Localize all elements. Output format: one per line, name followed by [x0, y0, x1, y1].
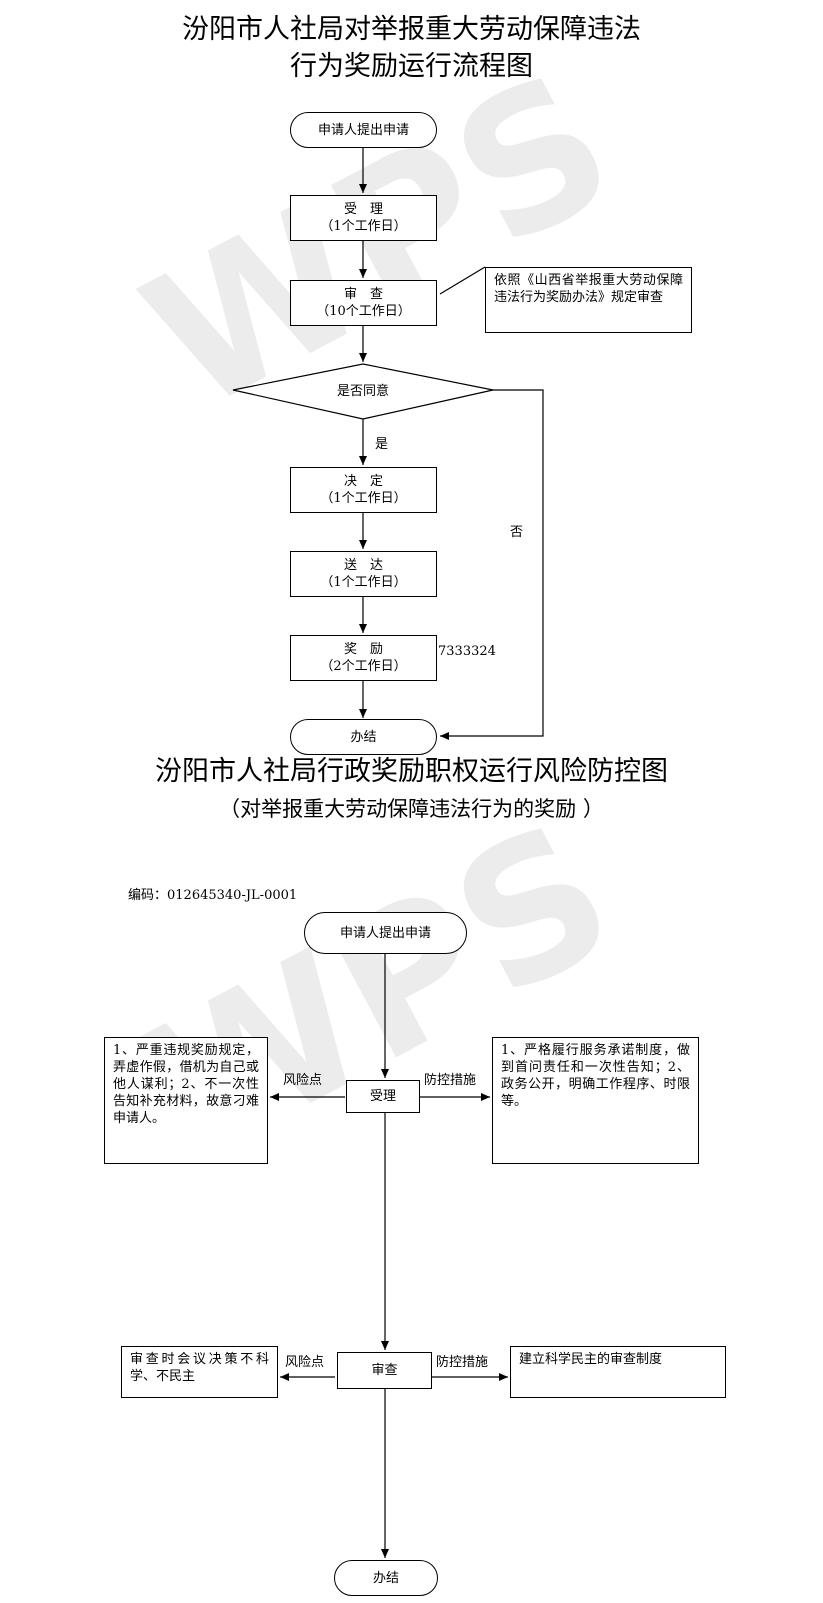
flow2-start-node: 申请人提出申请: [304, 912, 467, 954]
flow2-start-label: 申请人提出申请: [339, 925, 431, 941]
flow1-phone-fragment: 7333324: [438, 644, 496, 659]
flow1-yes-label: 是: [375, 437, 389, 452]
flow1-accept-time: （1个工作日）: [320, 219, 407, 234]
note-connector: [439, 266, 486, 295]
flow2-accept-control-box: 1、严格履行服务承诺制度，做到首问责任和一次性告知；2、政务公开，明确工作程序、…: [492, 1037, 699, 1164]
flow2-accept-risk-box: 1、严重违规奖励规定，弄虚作假，借机为自己或他人谋利；2、不一次性告知补充材料，…: [104, 1037, 268, 1164]
flow1-end-label: 办结: [350, 729, 377, 745]
flow1-decide-node: 决 定 （1个工作日）: [290, 467, 437, 513]
decision-diamond: [232, 363, 494, 420]
flow1-start-node: 申请人提出申请: [290, 112, 437, 148]
flow1-title-line1: 汾阳市人社局对举报重大劳动保障违法: [182, 14, 641, 45]
flow1-review-time: （10个工作日）: [316, 304, 411, 319]
flow1-start-label: 申请人提出申请: [317, 122, 409, 138]
decision-label: 是否同意: [337, 383, 389, 399]
flow2-subtitle: （对举报重大劳动保障违法行为的奖励 ）: [219, 797, 604, 821]
flow1-decide-label: 决 定: [343, 474, 383, 489]
flow1-review-label: 审 查: [343, 287, 383, 302]
arrow-no-branch: [440, 389, 544, 740]
flow1-review-note: 依照《山西省举报重大劳动保障违法行为奖励办法》规定审查: [485, 267, 692, 333]
flow2-accept-node: 受理: [346, 1080, 420, 1113]
flow2-accept-control-label: 防控措施: [424, 1073, 477, 1088]
flow2-review-label: 审查: [371, 1363, 398, 1378]
flow1-deliver-node: 送 达 （1个工作日）: [290, 551, 437, 597]
flow2-end-label: 办结: [372, 1570, 399, 1586]
flow1-deliver-label: 送 达: [343, 558, 383, 573]
flow1-reward-label: 奖 励: [343, 642, 383, 657]
flow2-review-control-label: 防控措施: [436, 1355, 489, 1370]
flow1-end-node: 办结: [290, 719, 437, 755]
flow2-review-risk-box: 审查时会议决策不科学、不民主: [121, 1346, 278, 1398]
flow1-reward-node: 奖 励 （2个工作日）: [290, 635, 437, 681]
flow1-review-node: 审 查 （10个工作日）: [290, 280, 437, 326]
flow1-no-label: 否: [510, 525, 524, 540]
flow1-title-line2: 行为奖励运行流程图: [290, 51, 533, 82]
flow1-decide-time: （1个工作日）: [320, 491, 407, 506]
flow2-review-risk-label: 风险点: [285, 1355, 325, 1370]
flow2-title: 汾阳市人社局行政奖励职权运行风险防控图: [155, 756, 668, 787]
flow2-review-node: 审查: [337, 1352, 432, 1389]
flow1-reward-time: （2个工作日）: [320, 659, 407, 674]
flow1-deliver-time: （1个工作日）: [320, 575, 407, 590]
flow1-accept-node: 受 理 （1个工作日）: [290, 195, 437, 241]
flow2-code: 编码：012645340-JL-0001: [128, 888, 298, 903]
flow1-accept-label: 受 理: [343, 202, 383, 217]
flow2-review-control-box: 建立科学民主的审查制度: [510, 1346, 726, 1398]
flow2-accept-risk-label: 风险点: [283, 1073, 323, 1088]
flow2-accept-label: 受理: [369, 1089, 396, 1104]
flow2-end-node: 办结: [334, 1560, 438, 1596]
